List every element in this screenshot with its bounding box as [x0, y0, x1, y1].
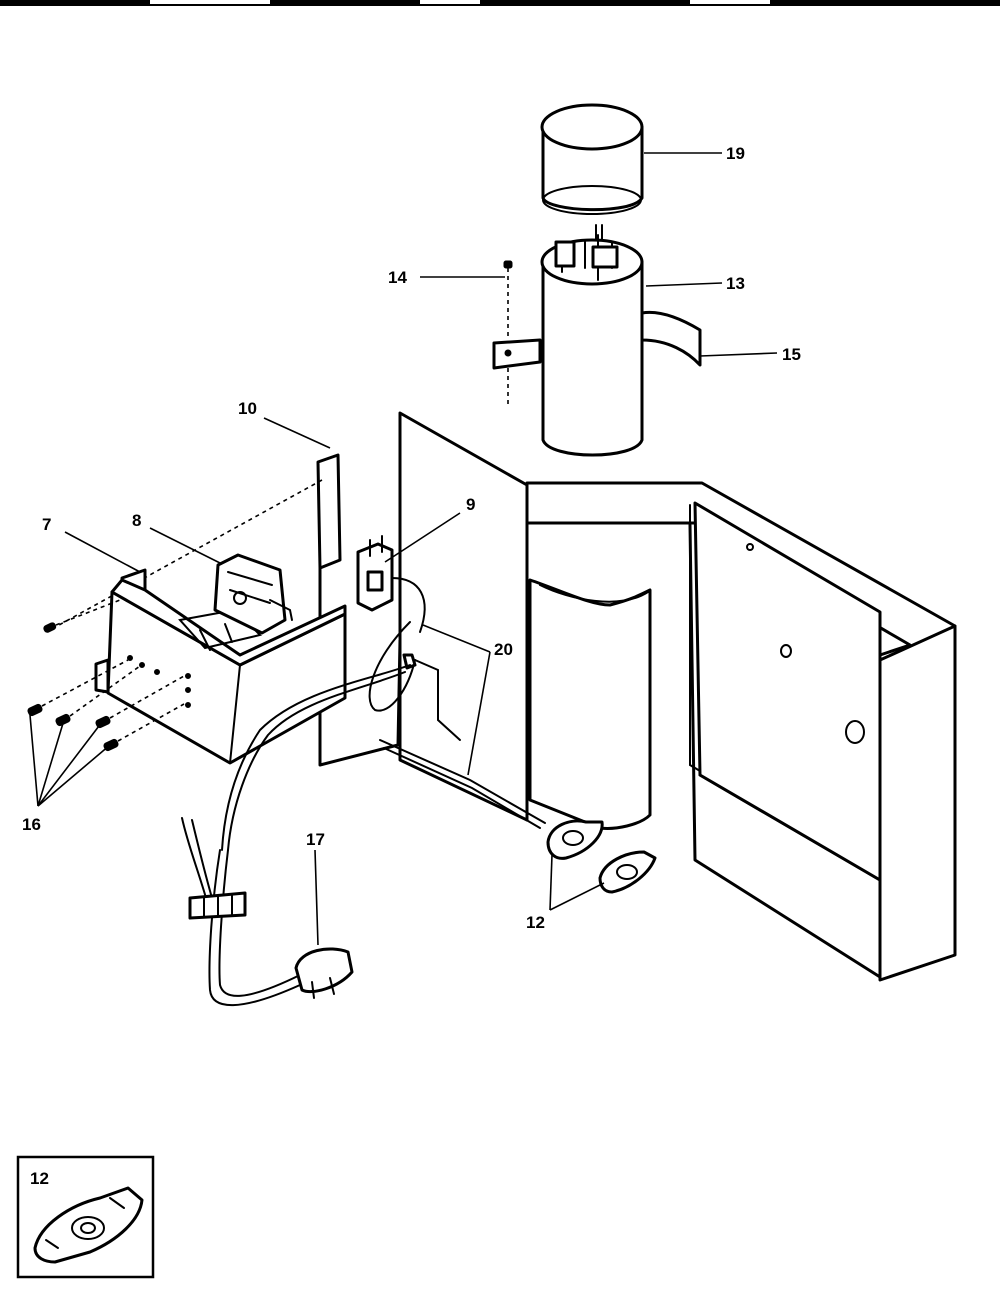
- screw-set-icon: [27, 599, 185, 752]
- callout-16: 16: [22, 815, 41, 834]
- callout-12: 12: [526, 913, 545, 932]
- capacitor-cover-icon: [540, 103, 644, 215]
- top-edge-residue: [0, 0, 1000, 6]
- callout-19: 19: [726, 144, 745, 163]
- inset-clip-icon: [33, 1186, 144, 1264]
- power-cord-icon: [181, 621, 546, 1007]
- callout-14: 14: [388, 268, 407, 287]
- leader-lines: [29, 152, 778, 946]
- screw-icon: [492, 260, 542, 405]
- switch-icon: [356, 535, 426, 633]
- mounting-panel-icon: [525, 481, 957, 982]
- wire-harness-icon: [188, 891, 247, 920]
- callout-13: 13: [726, 274, 745, 293]
- inset-detail: 12: [16, 1155, 155, 1279]
- callout-9: 9: [466, 495, 475, 514]
- plug-icon: [294, 947, 354, 999]
- insulator-icon: [528, 578, 652, 830]
- capacitor-strap-icon: [640, 310, 702, 367]
- callout-17: 17: [306, 830, 325, 849]
- callout-10: 10: [238, 399, 257, 418]
- callout-20: 20: [494, 640, 513, 659]
- callout-7: 7: [42, 515, 51, 534]
- callout-labels: 19 13 14 15 10 7 8 9 20 16 17 12: [22, 144, 801, 932]
- capacitor-icon: [540, 224, 644, 457]
- callout-8: 8: [132, 511, 141, 530]
- callout-15: 15: [782, 345, 801, 364]
- inset-label: 12: [30, 1169, 49, 1188]
- relay-icon: [213, 553, 293, 635]
- clip-icon: [546, 819, 657, 894]
- chassis-left-wall: [398, 411, 529, 822]
